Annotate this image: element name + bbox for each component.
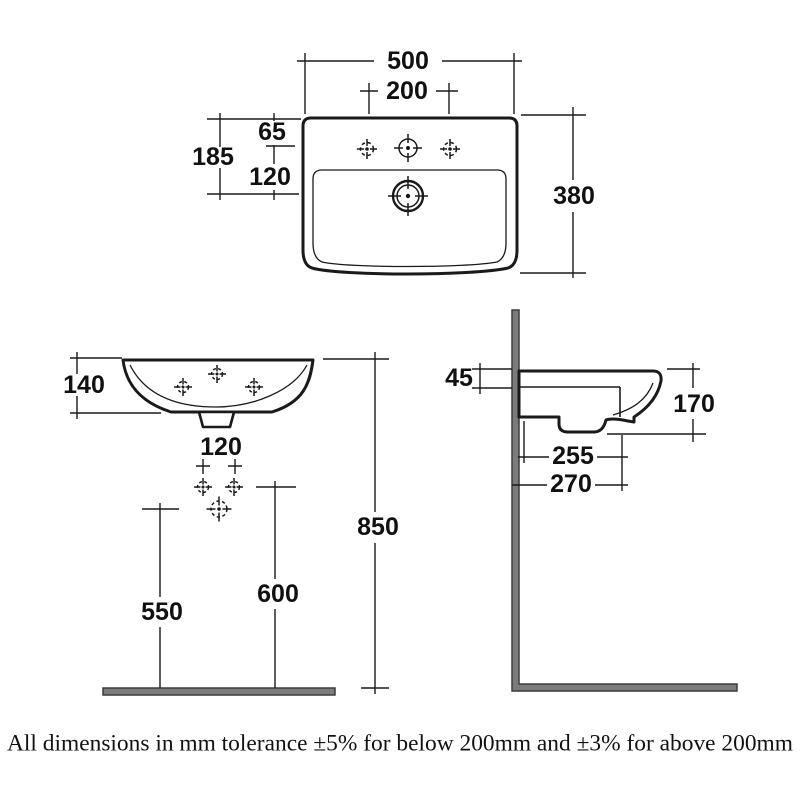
dim-label-380: 380 (553, 182, 595, 210)
dim-label-270: 270 (550, 470, 592, 498)
side-view: 45 170 255 270 (445, 309, 738, 692)
dim-label-200: 200 (386, 77, 428, 105)
basin-inner-rim (312, 169, 507, 268)
dim-label-255: 255 (552, 442, 594, 470)
dim-label-500: 500 (387, 47, 429, 75)
waste-outlet-icon (205, 495, 233, 523)
dim-wall-to-underside-front: 270 (512, 470, 628, 498)
plan-view: 500 200 380 65 185 120 (192, 47, 595, 278)
dim-fixing-hole-spacing: 120 (196, 433, 242, 474)
basin-front-outline (121, 358, 315, 414)
dim-label-65: 65 (258, 118, 286, 146)
dim-floor-to-fixing-holes: 600 (256, 481, 299, 688)
wall-and-floor (511, 309, 738, 692)
dim-label-850: 850 (357, 513, 399, 541)
dim-basin-height: 140 (63, 352, 161, 419)
dim-label-185: 185 (192, 143, 234, 171)
dim-front-height: 170 (607, 363, 715, 442)
basin-side-inner-rim (612, 382, 654, 416)
fixing-hole-icon (224, 477, 244, 497)
waste-fitting (197, 410, 236, 429)
fixing-hole-icon (193, 477, 213, 497)
dim-floor-to-waste: 550 (141, 503, 183, 688)
dim-wall-to-waste: 255 (518, 421, 628, 491)
dim-label-600: 600 (257, 580, 299, 608)
tolerance-note: All dimensions in mm tolerance ±5% for b… (7, 731, 793, 756)
dim-label-140: 140 (63, 371, 105, 399)
dim-label-170: 170 (673, 390, 715, 418)
dim-rim-to-underside: 45 (445, 363, 512, 394)
basin-front-inner-rim (129, 364, 308, 408)
dim-label-120-front: 120 (200, 433, 242, 461)
floor (102, 687, 336, 696)
dim-tap-hole-spacing: 200 (360, 77, 458, 114)
dim-overall-width: 500 (297, 47, 522, 114)
basin-side-interior-lines (519, 386, 621, 417)
dim-label-120-plan: 120 (249, 163, 291, 191)
dim-floor-to-rim: 850 (323, 352, 399, 694)
dim-label-45: 45 (445, 364, 473, 392)
dim-left-stack: 65 185 120 (192, 113, 301, 200)
dim-overall-depth: 380 (520, 107, 595, 278)
front-view: 140 120 550 600 850 (63, 352, 399, 696)
dim-label-550: 550 (141, 598, 183, 626)
